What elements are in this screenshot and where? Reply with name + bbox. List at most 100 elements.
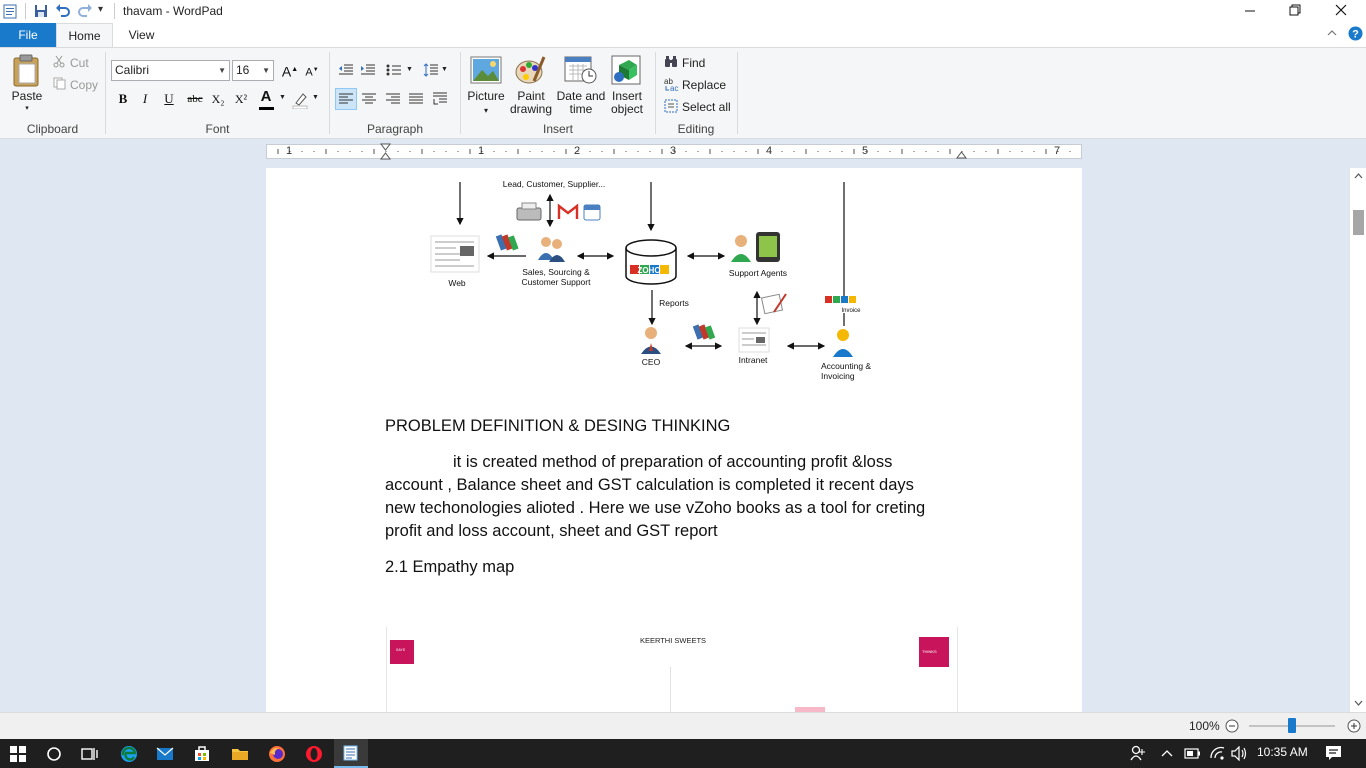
datetime-label-1: Date and: [556, 89, 606, 103]
paste-button[interactable]: Paste: [11, 89, 43, 103]
ruler-number: 4: [766, 145, 773, 157]
vertical-scrollbar[interactable]: [1349, 168, 1366, 712]
right-indent-marker[interactable]: [956, 149, 967, 159]
zoom-level: 100%: [1189, 719, 1220, 733]
paint-drawing-icon[interactable]: [514, 55, 546, 85]
subsection-heading: 2.1 Empathy map: [385, 558, 515, 576]
scroll-up-icon[interactable]: [1354, 173, 1363, 179]
accountant-person-icon: [833, 329, 853, 357]
find-button[interactable]: Find: [682, 56, 706, 70]
justify-icon[interactable]: [409, 93, 423, 105]
chevron-down-icon[interactable]: ▼: [406, 66, 413, 73]
zoom-in-icon[interactable]: [1347, 719, 1361, 733]
zoom-slider-thumb[interactable]: [1288, 718, 1296, 733]
help-icon[interactable]: ?: [1348, 26, 1363, 41]
shrink-font-button[interactable]: A▼: [305, 66, 319, 79]
qat-customize-button[interactable]: ▾: [98, 4, 104, 15]
copy-button[interactable]: Copy: [70, 78, 99, 92]
bold-button[interactable]: B: [118, 91, 128, 106]
people-icon[interactable]: [1130, 745, 1146, 761]
svg-text:?: ?: [1352, 29, 1359, 41]
align-right-icon[interactable]: [386, 93, 400, 105]
scroll-down-icon[interactable]: [1354, 700, 1363, 706]
paragraph-line: it is created method of preparation of a…: [453, 453, 893, 471]
bullet-list-icon[interactable]: [386, 63, 402, 77]
strikethrough-button[interactable]: abc: [187, 93, 203, 105]
superscript-button[interactable]: X²: [234, 92, 248, 106]
picture-icon[interactable]: [470, 56, 502, 84]
cut-button[interactable]: Cut: [70, 56, 89, 70]
subscript-button[interactable]: X₂: [211, 92, 225, 106]
date-time-icon[interactable]: [564, 55, 598, 85]
increase-indent-icon[interactable]: [360, 63, 376, 77]
tab-home[interactable]: Home: [56, 23, 113, 48]
opera-icon[interactable]: [305, 745, 323, 763]
undo-icon[interactable]: [55, 4, 70, 18]
title-divider: [114, 3, 115, 19]
clock-time[interactable]: 10:35 AM: [1257, 745, 1308, 759]
windows-start-icon[interactable]: [10, 746, 26, 762]
chevron-down-icon[interactable]: ▼: [279, 94, 286, 101]
edge-browser-icon[interactable]: [120, 745, 138, 763]
empathy-map-title: KEERTHI SWEETS: [639, 636, 707, 645]
firefox-icon[interactable]: [268, 745, 286, 763]
search-icon[interactable]: [46, 746, 62, 762]
volume-icon[interactable]: [1231, 746, 1248, 761]
italic-button[interactable]: I: [142, 91, 148, 106]
grow-font-button[interactable]: A▲: [281, 63, 299, 80]
line-spacing-icon[interactable]: [423, 63, 439, 77]
close-icon[interactable]: [1335, 4, 1347, 16]
select-all-button[interactable]: Select all: [682, 100, 731, 114]
gmail-icon: [557, 203, 579, 219]
scrollbar-thumb[interactable]: [1353, 210, 1364, 235]
task-view-icon[interactable]: [81, 746, 98, 762]
insert-object-icon[interactable]: [611, 55, 643, 85]
font-family-select[interactable]: Calibri▼: [111, 60, 230, 81]
first-line-indent-marker[interactable]: [380, 143, 391, 161]
editing-group-label: Editing: [677, 122, 715, 136]
file-explorer-icon[interactable]: [231, 746, 249, 761]
tab-view[interactable]: View: [128, 28, 155, 42]
underline-button[interactable]: U: [164, 91, 174, 106]
mail-icon[interactable]: [156, 747, 174, 761]
picture-button[interactable]: Picture▾: [462, 90, 510, 117]
chevron-down-icon[interactable]: ▼: [312, 94, 319, 101]
chevron-up-icon[interactable]: [1161, 749, 1173, 757]
align-center-icon[interactable]: [362, 93, 376, 105]
font-size-select[interactable]: 16▼: [232, 60, 274, 81]
document-page[interactable]: ZOHO Lead, Customer, Supplier... Web Sal…: [266, 168, 1082, 712]
zoom-out-icon[interactable]: [1225, 719, 1239, 733]
collapse-ribbon-icon[interactable]: [1327, 29, 1337, 37]
document-area[interactable]: ZOHO Lead, Customer, Supplier... Web Sal…: [0, 168, 1349, 712]
fax-icon: [516, 202, 542, 221]
wifi-icon[interactable]: [1209, 745, 1226, 761]
zoho-architecture-diagram[interactable]: ZOHO: [416, 168, 896, 388]
decrease-indent-icon[interactable]: [338, 63, 354, 77]
replace-button[interactable]: Replace: [682, 78, 727, 92]
save-icon[interactable]: [34, 4, 48, 18]
paste-icon[interactable]: [12, 54, 42, 88]
tab-file[interactable]: File: [0, 23, 56, 47]
minimize-icon[interactable]: [1244, 5, 1256, 17]
highlighter-icon[interactable]: [292, 91, 308, 109]
paragraph-settings-icon[interactable]: [433, 92, 448, 106]
clipboard-group-label: Clipboard: [26, 122, 79, 136]
sales-people-icon: [538, 237, 565, 262]
redo-icon[interactable]: [78, 4, 93, 18]
store-icon[interactable]: [194, 745, 210, 762]
wordpad-app-icon[interactable]: [3, 4, 17, 19]
reports-label: Reports: [659, 298, 689, 308]
restore-icon[interactable]: [1289, 4, 1301, 16]
notification-center-icon[interactable]: [1325, 745, 1342, 761]
wordpad-taskbar-icon: [343, 745, 358, 761]
battery-icon[interactable]: [1184, 748, 1201, 759]
shrink-font-label: A: [305, 66, 313, 79]
paste-dropdown-icon[interactable]: ▾: [25, 105, 29, 112]
text-color-button[interactable]: A: [256, 87, 276, 107]
ruler[interactable]: 1 1 2 3 4 5 7: [266, 143, 1082, 161]
empathy-map-image[interactable]: KEERTHI SWEETS SAYS THINKS: [386, 627, 958, 712]
chevron-down-icon[interactable]: ▼: [441, 66, 448, 73]
